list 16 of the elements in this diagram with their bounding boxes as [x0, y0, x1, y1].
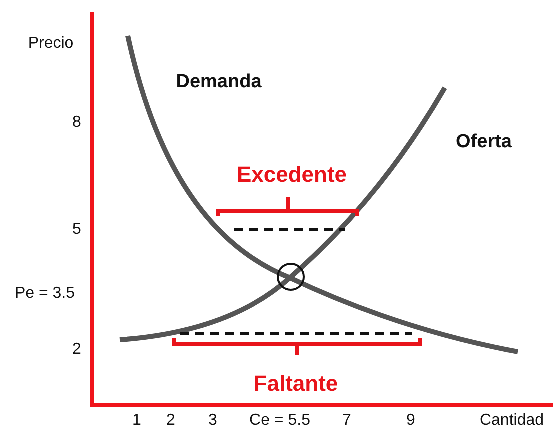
- tick-label: 8: [72, 115, 82, 131]
- tick-label: 2: [166, 413, 176, 429]
- bracket-label: Excedente: [236, 164, 348, 186]
- curve-label: Oferta: [456, 132, 512, 152]
- bracket-label: Faltante: [254, 373, 338, 395]
- tick-label: 5: [72, 222, 82, 238]
- tick-label: Pe = 3.5: [14, 286, 76, 302]
- axis-title: Cantidad: [480, 413, 544, 429]
- tick-label: 3: [208, 413, 218, 429]
- tick-label: 7: [342, 413, 352, 429]
- curve-label: Demanda: [176, 72, 262, 92]
- tick-label: 9: [406, 413, 416, 429]
- tick-label: Ce = 5.5: [250, 413, 310, 429]
- tick-label: 2: [72, 342, 82, 358]
- axis-title: Precio: [28, 36, 74, 52]
- tick-label: 1: [132, 413, 142, 429]
